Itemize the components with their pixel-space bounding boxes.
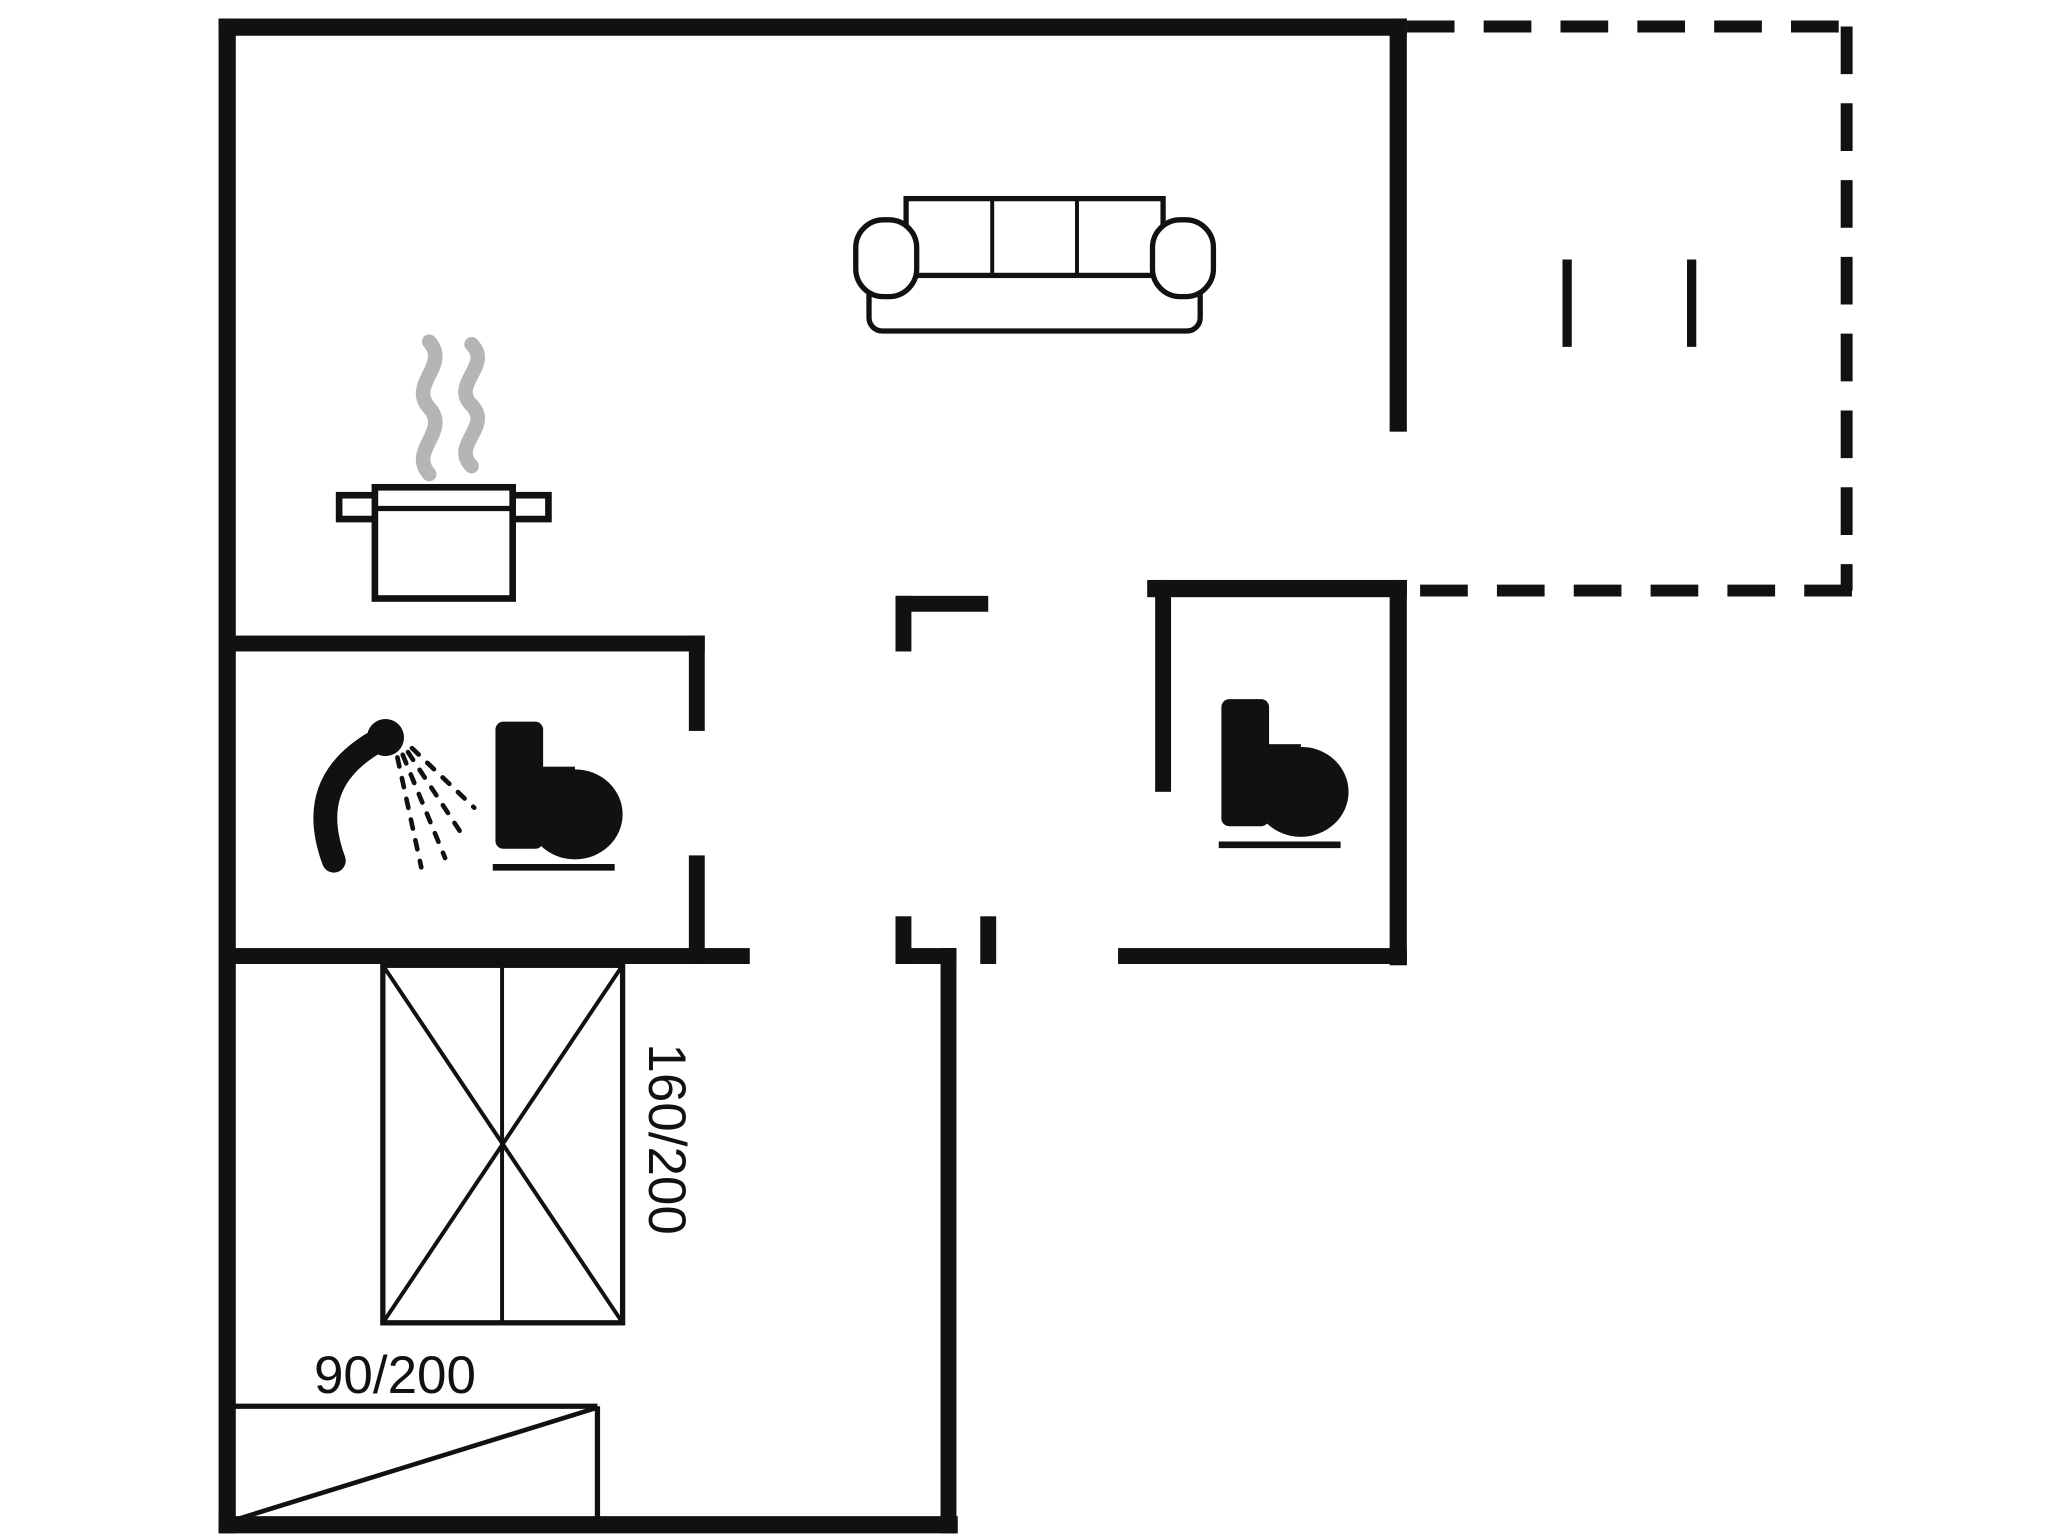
wall-hall-stub-vertical — [895, 595, 912, 652]
exterior-walls — [218, 18, 1407, 1534]
shower-spray-1 — [395, 755, 424, 870]
pot-body — [371, 483, 516, 602]
wall-right-mid — [1389, 579, 1407, 966]
double-bed-size-label: 160/200 — [637, 1043, 696, 1234]
double-bed-symbol — [380, 962, 626, 1326]
pot-handle-right — [508, 491, 552, 523]
shower-icon — [313, 719, 477, 873]
toilet-icon — [1218, 699, 1349, 849]
shower-hose — [313, 729, 389, 873]
sofa-backrest — [903, 195, 1166, 279]
single-bed-size-label: 90/200 — [314, 1346, 476, 1405]
wall-bottom — [218, 1516, 958, 1534]
wall-bathroom-bottom — [226, 948, 750, 964]
cooking-pot-icon — [335, 483, 552, 602]
wall-wc-left — [1155, 579, 1172, 792]
wall-bathroom-left-upper — [688, 635, 705, 731]
toilet-icon — [492, 721, 623, 871]
pot-handle-left — [335, 491, 380, 523]
sofa-armrest-left — [853, 217, 920, 300]
wall-wc-bottom — [1118, 948, 1407, 964]
door-jamb-left — [895, 916, 912, 964]
wall-kitchen-divider — [226, 635, 705, 652]
sofa-armrest-right — [1149, 217, 1217, 300]
terrace-outline — [1398, 20, 1855, 597]
toilet-bowl — [527, 769, 623, 860]
steam-icon — [415, 334, 485, 482]
wall-top — [218, 18, 1407, 36]
wall-bathroom-left-lower — [688, 855, 705, 964]
sofa-seat — [866, 270, 1203, 334]
shower-head — [366, 719, 405, 757]
shower-spray-3 — [405, 749, 466, 840]
wall-bedroom-right — [940, 948, 957, 1534]
wall-right-upper — [1389, 18, 1407, 432]
single-bed-symbol — [226, 1403, 601, 1523]
steam-wave-2 — [458, 336, 485, 474]
steam-wave-1 — [415, 334, 443, 482]
wall-hall-stub-top — [895, 595, 989, 612]
interior-walls — [226, 579, 1407, 1534]
terrace-furniture-marks — [1562, 259, 1697, 347]
wall-wc-top — [1147, 579, 1407, 598]
shower-spray-2 — [400, 752, 448, 861]
sofa-icon — [853, 195, 1217, 334]
double-bed-diagonal-2 — [381, 964, 625, 1324]
wall-left — [218, 18, 236, 1534]
single-bed-diagonal — [237, 1405, 599, 1521]
door-jamb-right — [980, 916, 997, 964]
toilet-bowl — [1253, 746, 1349, 837]
shower-spray-4 — [409, 745, 477, 811]
